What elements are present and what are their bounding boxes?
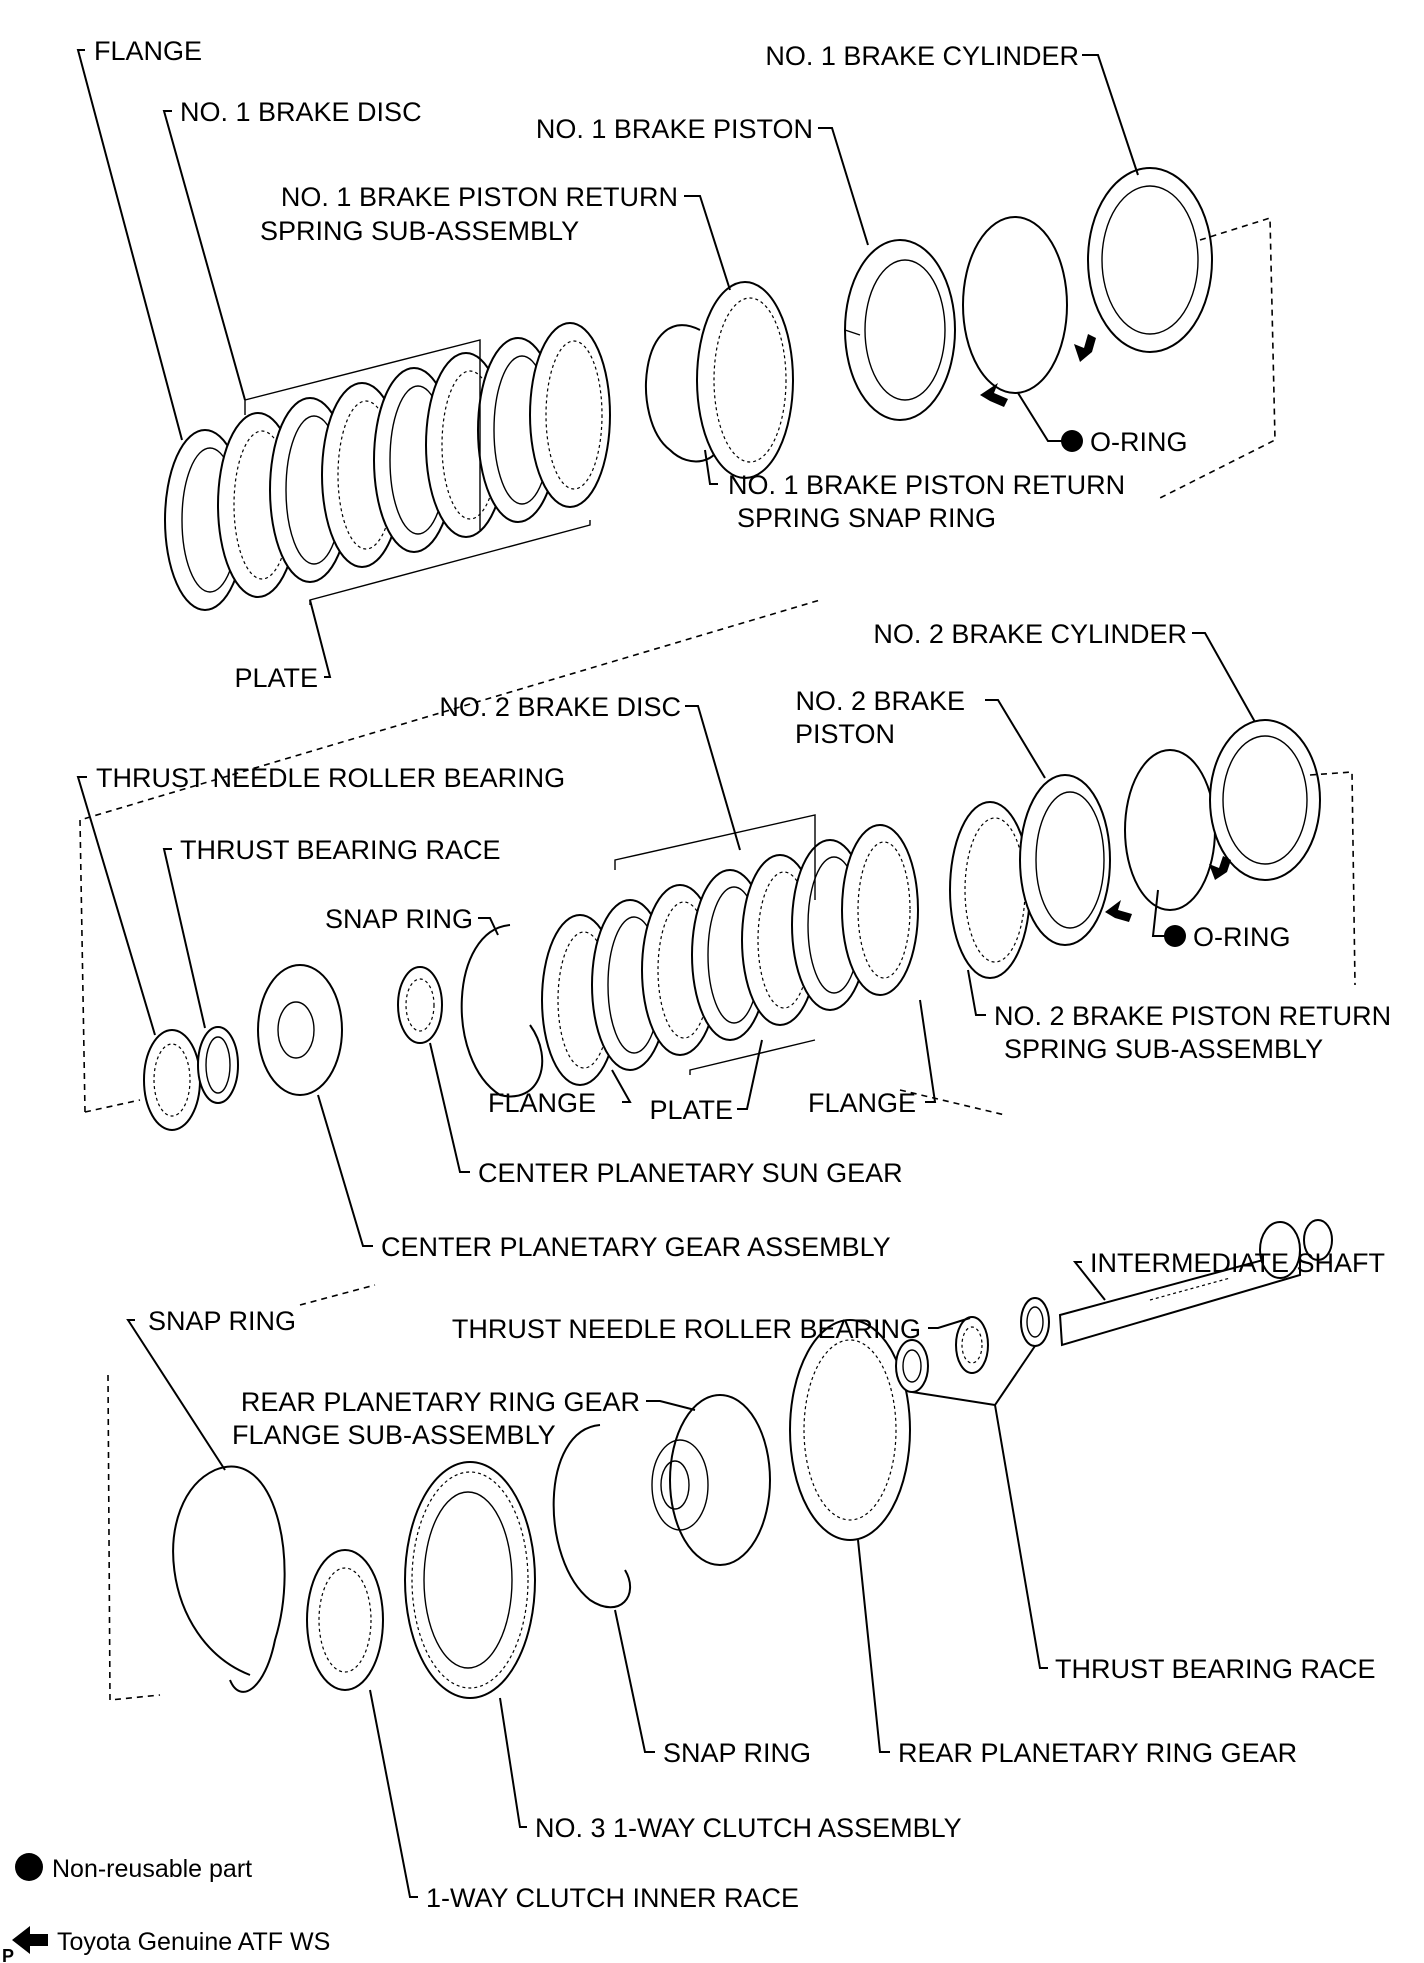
label-thrust-needle-bottom: THRUST NEEDLE ROLLER BEARING — [452, 1314, 921, 1344]
snap-ring-lower — [552, 1424, 631, 1609]
legend-non-reusable: Non-reusable part — [52, 1855, 252, 1883]
label-plate-mid: PLATE — [649, 1095, 733, 1125]
legend-dot-icon — [15, 1853, 43, 1881]
atf-arrow-mid-a — [1105, 900, 1132, 922]
center-sun-gear — [397, 966, 443, 1044]
no2-return-spring — [949, 801, 1031, 979]
label-o-ring-mid: O-RING — [1193, 922, 1291, 952]
center-planetary-gear-assembly — [257, 964, 343, 1096]
label-no2-brake-disc: NO. 2 BRAKE DISC — [439, 692, 681, 722]
thrust-race-bottom-b — [1020, 1297, 1050, 1347]
atf-arrow-top-a — [980, 383, 1008, 407]
label-no3-one-way-clutch: NO. 3 1-WAY CLUTCH ASSEMBLY — [535, 1813, 962, 1843]
no2-clutch-pack — [541, 814, 919, 1086]
leader-lines — [76, 49, 1256, 1898]
label-rear-ring-flange-l1: REAR PLANETARY RING GEAR — [241, 1387, 640, 1417]
label-no2-brake-piston-l1: NO. 2 BRAKE — [795, 686, 965, 716]
label-no1-brake-cylinder: NO. 1 BRAKE CYLINDER — [765, 41, 1079, 71]
snap-ring-mid — [460, 924, 544, 1098]
snap-ring-bottom — [172, 1465, 286, 1693]
label-snap-ring-bottom: SNAP RING — [148, 1306, 296, 1336]
label-thrust-needle-top: THRUST NEEDLE ROLLER BEARING — [96, 763, 565, 793]
label-no2-return-spring-l2: SPRING SUB-ASSEMBLY — [1004, 1034, 1323, 1064]
label-no1-return-spring-l1: NO. 1 BRAKE PISTON RETURN — [281, 182, 678, 212]
label-thrust-race-top: THRUST BEARING RACE — [180, 835, 501, 865]
no2-brake-piston — [1019, 774, 1111, 946]
label-o-ring-top: O-RING — [1090, 427, 1188, 457]
no1-return-spring — [696, 281, 794, 479]
thrust-needle-bearing-top — [143, 1029, 201, 1131]
label-rear-ring-gear: REAR PLANETARY RING GEAR — [898, 1738, 1297, 1768]
legend-arrow-icon — [12, 1926, 48, 1954]
label-center-gear-assy: CENTER PLANETARY GEAR ASSEMBLY — [381, 1232, 891, 1262]
label-intermediate-shaft: INTERMEDIATE SHAFT — [1090, 1248, 1385, 1278]
atf-arrow-top-b — [1074, 334, 1096, 362]
no2-brake-cylinder — [1209, 719, 1321, 881]
legend: Non-reusable part Toyota Genuine ATF WS — [12, 1853, 330, 1956]
no1-o-ring — [962, 216, 1068, 394]
label-no1-snap-ring-l1: NO. 1 BRAKE PISTON RETURN — [728, 470, 1125, 500]
thrust-race-top — [197, 1026, 239, 1104]
label-snap-ring-lower: SNAP RING — [663, 1738, 811, 1768]
label-flange-mid-left: FLANGE — [488, 1088, 596, 1118]
legend-atf: Toyota Genuine ATF WS — [57, 1928, 330, 1956]
corner-mark: P — [2, 1946, 14, 1963]
intermediate-shaft — [1058, 1219, 1333, 1347]
label-thrust-race-bottom: THRUST BEARING RACE — [1055, 1654, 1376, 1684]
label-center-sun-gear: CENTER PLANETARY SUN GEAR — [478, 1158, 903, 1188]
rear-planetary-group — [107, 1219, 1333, 1701]
no1-brake-cylinder — [1087, 167, 1213, 353]
one-way-inner-race — [306, 1549, 384, 1691]
no1-brake-group — [164, 167, 1276, 611]
thrust-needle-bearing-bottom — [955, 1316, 989, 1374]
rear-ring-gear — [789, 1319, 911, 1541]
label-no1-snap-ring-l2: SPRING SNAP RING — [737, 503, 996, 533]
no1-brake-piston — [844, 239, 956, 421]
label-plate-top: PLATE — [234, 663, 318, 693]
label-no1-return-spring-l2: SPRING SUB-ASSEMBLY — [260, 216, 579, 246]
no1-clutch-pack — [164, 322, 611, 611]
label-no2-brake-piston-l2: PISTON — [795, 719, 895, 749]
callout-labels: FLANGE NO. 1 BRAKE DISC NO. 1 BRAKE CYLI… — [94, 36, 1391, 1913]
label-snap-ring-mid: SNAP RING — [325, 904, 473, 934]
no3-one-way-clutch — [404, 1461, 536, 1699]
label-rear-ring-flange-l2: FLANGE SUB-ASSEMBLY — [232, 1420, 556, 1450]
rear-ring-gear-flange — [651, 1394, 771, 1566]
label-flange-mid-right: FLANGE — [808, 1088, 916, 1118]
non-reusable-dot-mid — [1164, 925, 1186, 947]
no2-o-ring — [1124, 749, 1216, 911]
label-one-way-inner-race: 1-WAY CLUTCH INNER RACE — [426, 1883, 799, 1913]
thrust-race-bottom-a — [895, 1339, 929, 1393]
label-no1-brake-piston: NO. 1 BRAKE PISTON — [536, 114, 813, 144]
label-no2-brake-cylinder: NO. 2 BRAKE CYLINDER — [873, 619, 1187, 649]
no2-brake-group — [79, 599, 1356, 1131]
non-reusable-dot-top — [1061, 430, 1083, 452]
label-no2-return-spring-l1: NO. 2 BRAKE PISTON RETURN — [994, 1001, 1391, 1031]
label-flange-top: FLANGE — [94, 36, 202, 66]
label-no1-brake-disc: NO. 1 BRAKE DISC — [180, 97, 422, 127]
atf-arrow-mid-b — [1209, 856, 1231, 880]
